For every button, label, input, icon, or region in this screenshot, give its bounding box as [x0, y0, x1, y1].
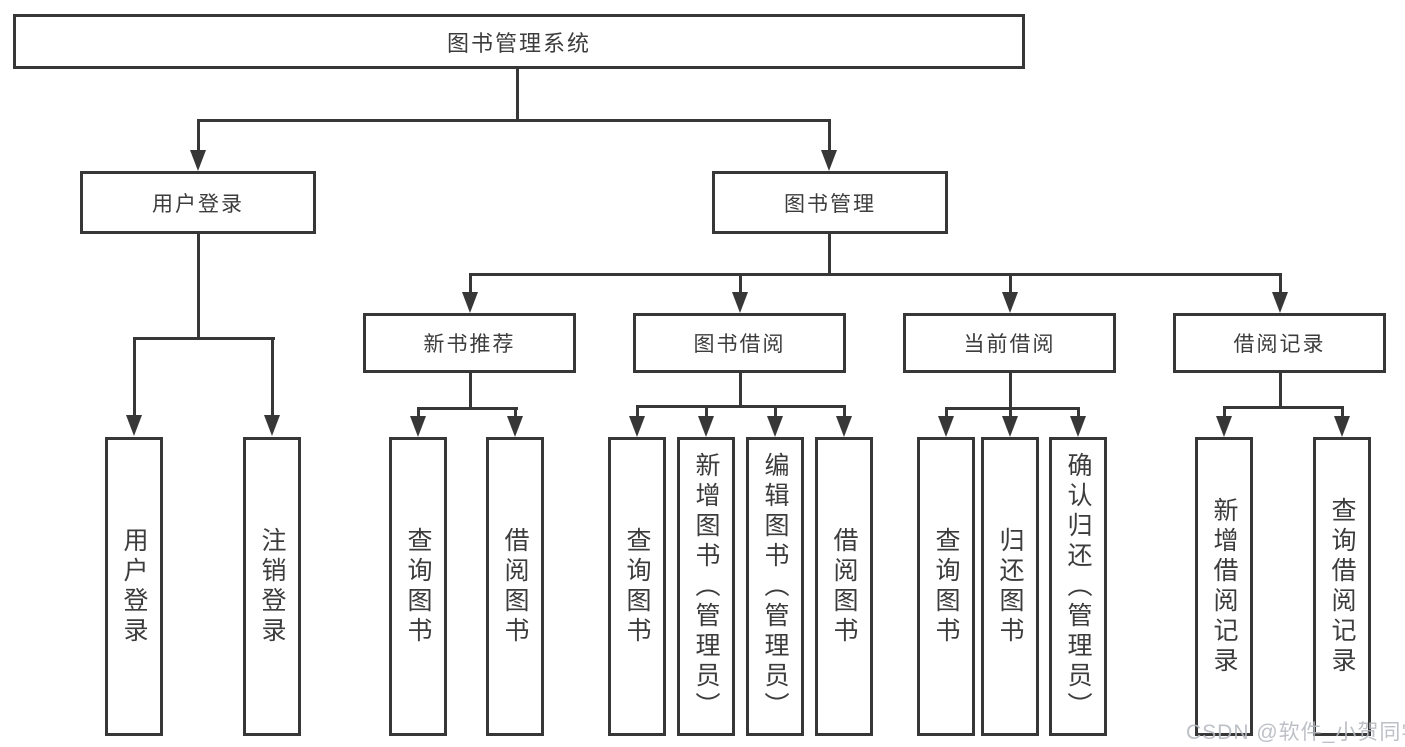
connector-drop-current-confirm: [1077, 407, 1080, 416]
arrow-down-newrec-borrow: [507, 416, 523, 437]
arrow-down-newrec-query: [410, 416, 426, 437]
arrow-down-borrow-query: [629, 416, 645, 437]
connector-drop-newrec-query: [417, 407, 420, 416]
connector-userlogin-rail: [133, 337, 275, 340]
leaf-borrow-add-books-admin: 新增图书（管理员）: [677, 437, 735, 736]
connector-current-stem: [1009, 373, 1012, 407]
connector-drop-borrow-edit: [774, 405, 777, 416]
connector-drop-borrow-records: [1279, 273, 1282, 292]
arrow-down-current-query: [938, 416, 954, 437]
connector-drop-book-borrow: [739, 273, 742, 292]
leaf-newrec-borrow-books: 借阅图书: [486, 437, 544, 736]
leaf-current-return-books: 归还图书: [981, 437, 1039, 736]
arrow-down-records-query: [1334, 416, 1350, 437]
node-root: 图书管理系统: [13, 14, 1025, 69]
connector-drop-borrow-query: [636, 405, 639, 416]
connector-bookmgmt-stem: [828, 234, 831, 273]
connector-drop-leaf-user-login: [133, 337, 136, 415]
arrow-down-borrow-add: [698, 416, 714, 437]
leaf-newrec-query-books: 查询图书: [389, 437, 447, 736]
arrow-down-borrow-borrow: [836, 416, 852, 437]
connector-drop-borrow-borrow: [843, 405, 846, 416]
csdn-watermark: CSDN @软件_小贺同学: [1186, 721, 1405, 744]
arrow-down-book-borrow: [732, 292, 748, 313]
node-new-book-recommend: 新书推荐: [363, 313, 576, 373]
leaf-records-add-record: 新增借阅记录: [1195, 437, 1253, 736]
arrow-down-new-book-recommend: [462, 292, 478, 313]
connector-newrec-stem: [469, 373, 472, 407]
leaf-borrow-edit-books-admin: 编辑图书（管理员）: [746, 437, 804, 736]
connector-drop-book-management: [828, 119, 831, 150]
leaf-current-confirm-return-admin: 确认归还（管理员）: [1049, 437, 1107, 736]
connector-bookmgmt-rail: [469, 273, 1282, 276]
leaf-borrow-query-books: 查询图书: [608, 437, 666, 736]
connector-records-rail: [1223, 406, 1344, 409]
connector-drop-newrec-borrow: [514, 407, 517, 416]
leaf-user-login: 用户登录: [105, 437, 163, 736]
leaf-borrow-borrow-books: 借阅图书: [815, 437, 873, 736]
arrow-down-book-management: [821, 150, 837, 171]
arrow-down-records-add: [1216, 416, 1232, 437]
arrow-down-borrow-records: [1272, 292, 1288, 313]
connector-root-rail: [197, 119, 831, 122]
arrow-down-leaf-user-login: [126, 415, 142, 436]
arrow-down-current-return: [1002, 416, 1018, 437]
connector-drop-current-borrow: [1009, 273, 1012, 292]
connector-drop-new-book-recommend: [469, 273, 472, 292]
arrow-down-current-borrow: [1002, 292, 1018, 313]
node-book-borrow: 图书借阅: [633, 313, 846, 373]
connector-borrow-rail: [636, 405, 846, 408]
arrow-down-user-login: [190, 150, 206, 171]
connector-userlogin-stem: [197, 234, 200, 337]
leaf-records-query-record: 查询借阅记录: [1313, 437, 1371, 736]
leaf-current-query-books: 查询图书: [917, 437, 975, 736]
connector-drop-current-query: [945, 407, 948, 416]
leaf-logout: 注销登录: [243, 437, 301, 736]
connector-drop-records-query: [1341, 406, 1344, 416]
node-book-management: 图书管理: [712, 171, 948, 234]
connector-root-stem: [516, 69, 519, 119]
connector-records-stem: [1279, 373, 1282, 406]
connector-drop-user-login: [197, 119, 200, 150]
connector-drop-records-add: [1223, 406, 1226, 416]
node-borrow-records: 借阅记录: [1173, 313, 1386, 373]
arrow-down-borrow-edit: [767, 416, 783, 437]
connector-drop-borrow-add: [705, 405, 708, 416]
connector-current-rail: [945, 407, 1080, 410]
node-user-login: 用户登录: [80, 171, 316, 234]
connector-drop-current-return: [1009, 407, 1012, 416]
arrow-down-leaf-logout: [264, 415, 280, 436]
arrow-down-current-confirm: [1070, 416, 1086, 437]
connector-newrec-rail: [417, 407, 518, 410]
node-current-borrow: 当前借阅: [903, 313, 1116, 373]
connector-borrow-stem: [739, 373, 742, 405]
connector-drop-leaf-logout: [271, 337, 274, 415]
